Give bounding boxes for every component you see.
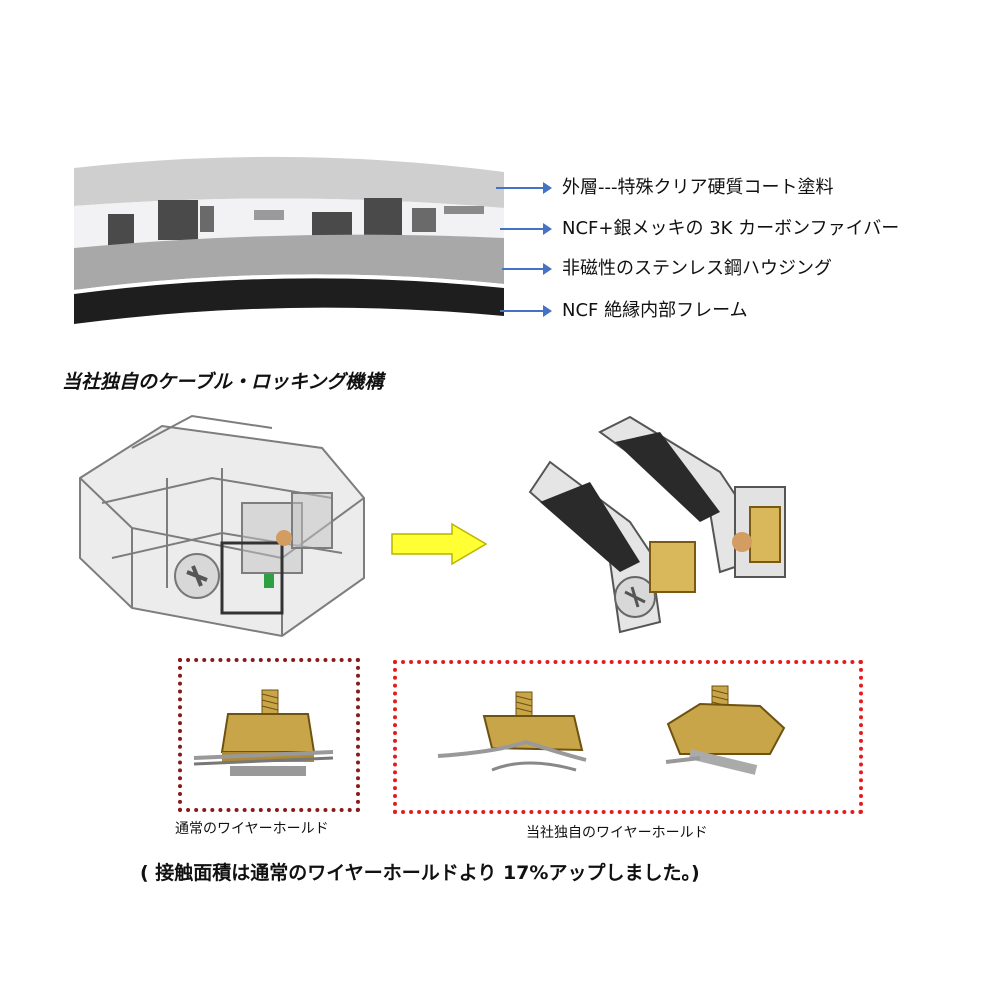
- terminal-parts-image: [528, 415, 786, 634]
- layer-label-inner-frame: NCF 絶縁内部フレーム: [562, 300, 748, 321]
- arrow-outer-coat: [496, 182, 552, 194]
- arrow-inner-frame: [500, 305, 552, 317]
- left-terminal: [528, 460, 696, 634]
- transition-arrow-icon: [391, 522, 488, 566]
- layer-label-carbon-fiber: NCF+銀メッキの 3K カーボンファイバー: [562, 218, 900, 239]
- layer-label-outer-coat: 外層---特殊クリア硬質コート塗料: [562, 177, 834, 198]
- caption-proprietary-wire-hold: 当社独自のワイヤーホールド: [526, 825, 708, 841]
- proprietary-wire-hold-box: [393, 660, 863, 814]
- caption-normal-wire-hold: 通常のワイヤーホールド: [175, 821, 329, 837]
- arrow-stainless: [502, 263, 552, 275]
- arrow-carbon-fiber: [500, 223, 552, 235]
- connector-housing-image: [79, 414, 365, 638]
- proprietary-wire-hold-image-a: [437, 691, 587, 772]
- stainless-housing-layer: [74, 234, 504, 290]
- screw-icon: [174, 553, 220, 599]
- contact-area-footnote: ( 接触面積は通常のワイヤーホールドより 17%アップしました。): [140, 862, 700, 884]
- layer-label-stainless: 非磁性のステンレス鋼ハウジング: [562, 258, 832, 279]
- layer-cross-section: [74, 156, 504, 324]
- outer-coat-layer: [74, 156, 504, 208]
- section-title: 当社独自のケーブル・ロッキング機構: [62, 371, 384, 393]
- proprietary-wire-hold-image-b: [665, 685, 786, 775]
- inner-frame-layer: [74, 278, 504, 324]
- normal-wire-hold-image: [193, 689, 334, 776]
- normal-wire-hold-box: [178, 658, 360, 812]
- right-terminal: [598, 415, 786, 578]
